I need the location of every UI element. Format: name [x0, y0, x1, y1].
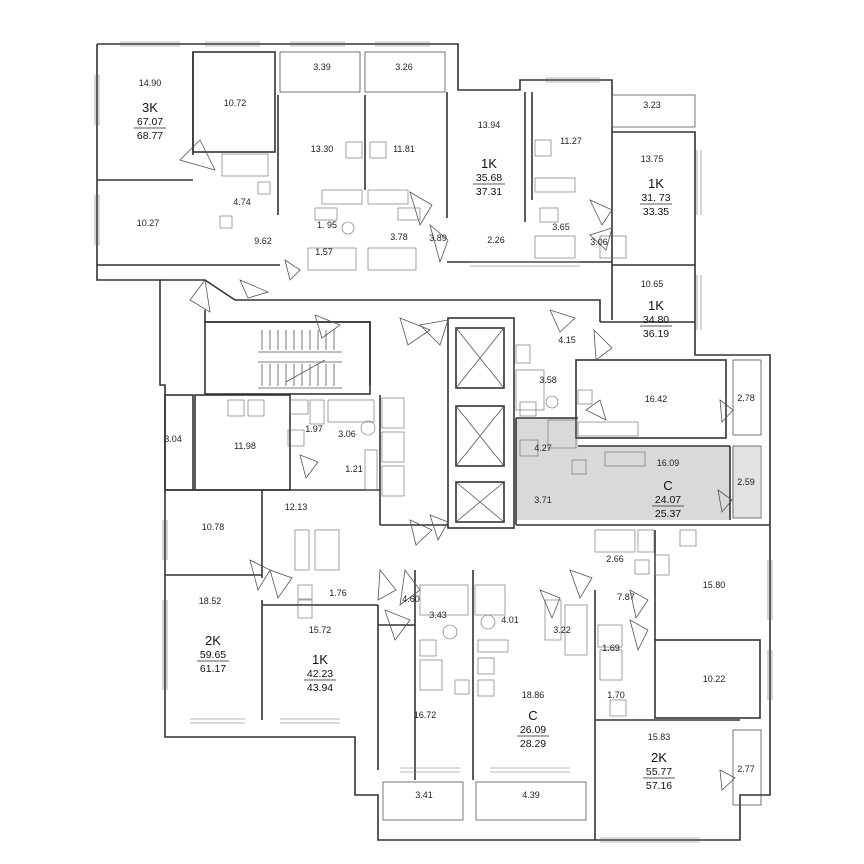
room-area-label: 4.01: [501, 615, 519, 625]
apartment-type-label: 3K: [142, 100, 158, 115]
apartment-living-area: 26.09: [520, 724, 546, 736]
room-area-label: 7.87: [617, 592, 635, 602]
room-area-label: 3.43: [429, 610, 447, 620]
apartment-total-area: 68.77: [137, 130, 163, 142]
room-area-label: 4.27: [534, 443, 552, 453]
room-area-label: 3.26: [395, 62, 413, 72]
room-area-label: 3.78: [390, 232, 408, 242]
labels: 14.90 10.72 3.39 3.26 13.94 11.27 3.23 13.30 11.…: [134, 62, 755, 800]
apartment-living-area: 67.07: [137, 116, 163, 128]
apartment-type-label: 2K: [205, 633, 221, 648]
room-area-label: 9.62: [254, 236, 272, 246]
room-area-label: 13.30: [311, 144, 334, 154]
apartment-total-area: 57.16: [646, 780, 672, 792]
room-area-label: 1.97: [305, 424, 323, 434]
room-area-label: 3.89: [429, 233, 447, 243]
room-area-label: 11.98: [234, 441, 256, 451]
room-area-label: 18.52: [199, 596, 222, 606]
room-area-label: 2.77: [737, 764, 755, 774]
apartment-living-area: 59.65: [200, 649, 226, 661]
apartment-type-label: 2K: [651, 750, 667, 765]
outer-walls: [96, 43, 771, 841]
room-area-label: 15.72: [309, 625, 332, 635]
room-area-label: 3.71: [534, 495, 552, 505]
room-area-label: 3.41: [415, 790, 433, 800]
apartment-type-label: C: [663, 478, 672, 493]
window-marks: [94, 41, 773, 843]
apartment-type-label: 1K: [312, 652, 328, 667]
room-area-label: 10.78: [202, 522, 225, 532]
room-area-label: 4.60: [402, 594, 420, 604]
apartment-living-area: 35.68: [476, 172, 502, 184]
apartment-total-area: 36.19: [643, 328, 669, 340]
room-area-label: 1. 95: [317, 220, 337, 230]
room-area-label: 16.09: [657, 458, 680, 468]
door-swings: [179, 139, 736, 791]
room-area-label: 14.90: [139, 78, 162, 88]
room-area-label: 2.78: [737, 393, 755, 403]
apartment-total-area: 33.35: [643, 206, 669, 218]
apartment-living-area: 24.07: [655, 494, 681, 506]
room-area-label: 11.81: [393, 144, 415, 154]
room-area-label: 15.80: [703, 580, 726, 590]
room-area-label: 13.94: [478, 120, 501, 130]
apartment-total-area: 37.31: [476, 186, 502, 198]
room-area-label: 1.21: [345, 464, 363, 474]
room-area-label: 2.26: [487, 235, 505, 245]
apartment-living-area: 31. 73: [641, 192, 670, 204]
room-area-label: 2.66: [606, 554, 624, 564]
apartment-living-area: 55.77: [646, 766, 672, 778]
apartment-total-area: 61.17: [200, 663, 226, 675]
room-area-label: 3.39: [313, 62, 331, 72]
room-area-label: 1.70: [607, 690, 625, 700]
apartment-living-area: 42.23: [307, 668, 333, 680]
room-area-label: 13.75: [641, 154, 664, 164]
room-area-label: 12.13: [285, 502, 308, 512]
room-area-label: 10.65: [641, 279, 664, 289]
room-area-label: 3.22: [553, 625, 571, 635]
room-area-label: 1.76: [329, 588, 347, 598]
room-area-label: 2.59: [737, 477, 755, 487]
room-area-label: 11.27: [560, 136, 582, 146]
apartment-type-label: 1K: [481, 156, 497, 171]
apartment-living-area: 34.80: [643, 314, 669, 326]
room-area-label: 3.04: [164, 434, 182, 444]
room-area-label: 3.23: [643, 100, 661, 110]
room-area-label: 4.39: [522, 790, 540, 800]
apartment-type-label: 1K: [648, 176, 664, 191]
room-area-label: 16.72: [414, 710, 437, 720]
apartment-type-label: C: [528, 708, 537, 723]
room-area-label: 3.06: [338, 429, 356, 439]
room-area-label: 3.58: [539, 375, 557, 385]
highlighted-apartment: [516, 418, 730, 520]
room-area-label: 10.72: [224, 98, 247, 108]
apartment-total-area: 28.29: [520, 738, 546, 750]
room-area-label: 4.74: [233, 197, 251, 207]
apartment-total-area: 25.37: [655, 508, 681, 520]
room-area-label: 16.42: [645, 394, 668, 404]
room-area-label: 1.57: [315, 247, 333, 257]
room-area-label: 1.69: [602, 643, 620, 653]
fixtures: [219, 139, 697, 717]
room-area-label: 3.06: [590, 237, 608, 247]
room-area-label: 3.65: [552, 222, 570, 232]
apartment-total-area: 43.94: [307, 682, 333, 694]
apartment-type-label: 1K: [648, 298, 664, 313]
room-area-label: 10.22: [703, 674, 726, 684]
room-area-label: 10.27: [137, 218, 160, 228]
room-area-label: 18.86: [522, 690, 545, 700]
room-area-label: 15.83: [648, 732, 671, 742]
highlighted-balcony: [732, 446, 760, 518]
room-area-label: 4.15: [558, 335, 576, 345]
